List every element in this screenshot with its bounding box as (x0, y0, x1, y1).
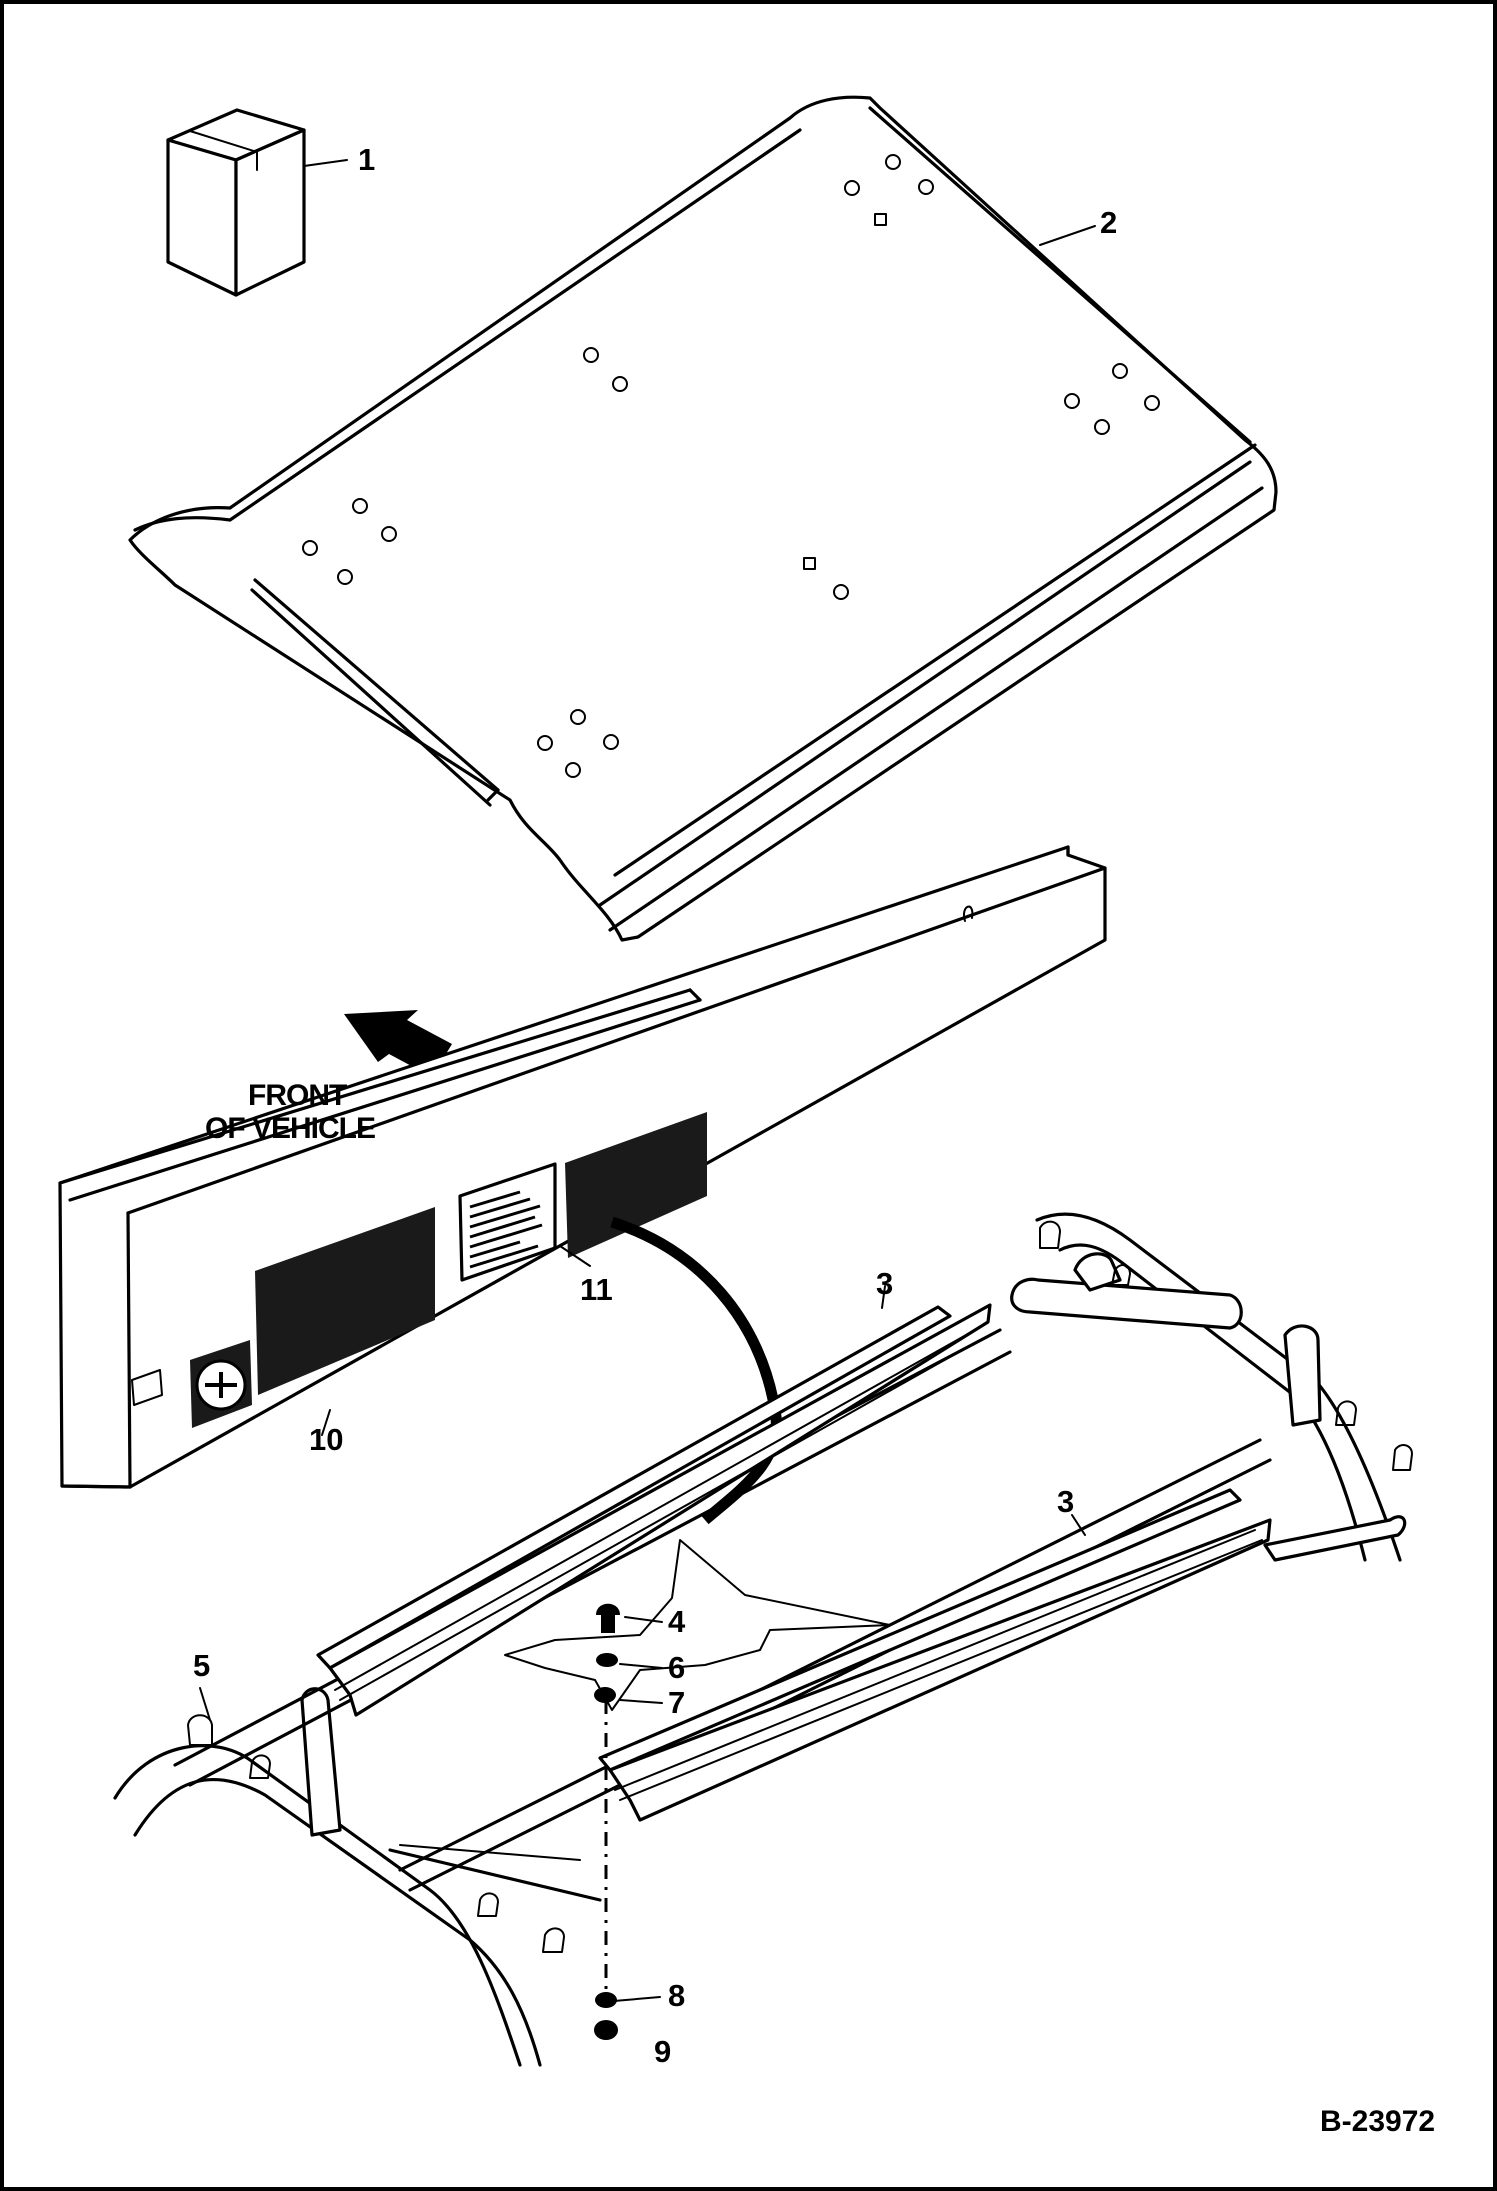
fastener-stack (504, 1539, 891, 2040)
front-note-line1: FRONT (248, 1079, 347, 1112)
callout-3b: 3 (1057, 1484, 1074, 1519)
callout-11: 11 (580, 1272, 613, 1307)
roof-panel (128, 95, 1278, 942)
callout-10: 10 (309, 1422, 343, 1457)
callout-8: 8 (668, 1978, 685, 2013)
roll-cage-frame (113, 1212, 1413, 2067)
parts-box-icon (166, 108, 306, 297)
leader-lines (199, 159, 1096, 2002)
callout-7: 7 (668, 1685, 685, 1720)
front-note-line2: OF VEHICLE (205, 1112, 375, 1145)
figure-code: B-23972 (1320, 2105, 1435, 2138)
mounting-rail (316, 1303, 1272, 1822)
callout-3a: 3 (876, 1266, 893, 1301)
callout-6: 6 (668, 1650, 685, 1685)
callout-1: 1 (358, 142, 375, 177)
callout-4: 4 (668, 1604, 686, 1639)
callout-2: 2 (1100, 205, 1117, 240)
headliner-channel (58, 845, 1107, 1525)
callout-5: 5 (193, 1648, 210, 1683)
callout-9: 9 (654, 2034, 671, 2069)
